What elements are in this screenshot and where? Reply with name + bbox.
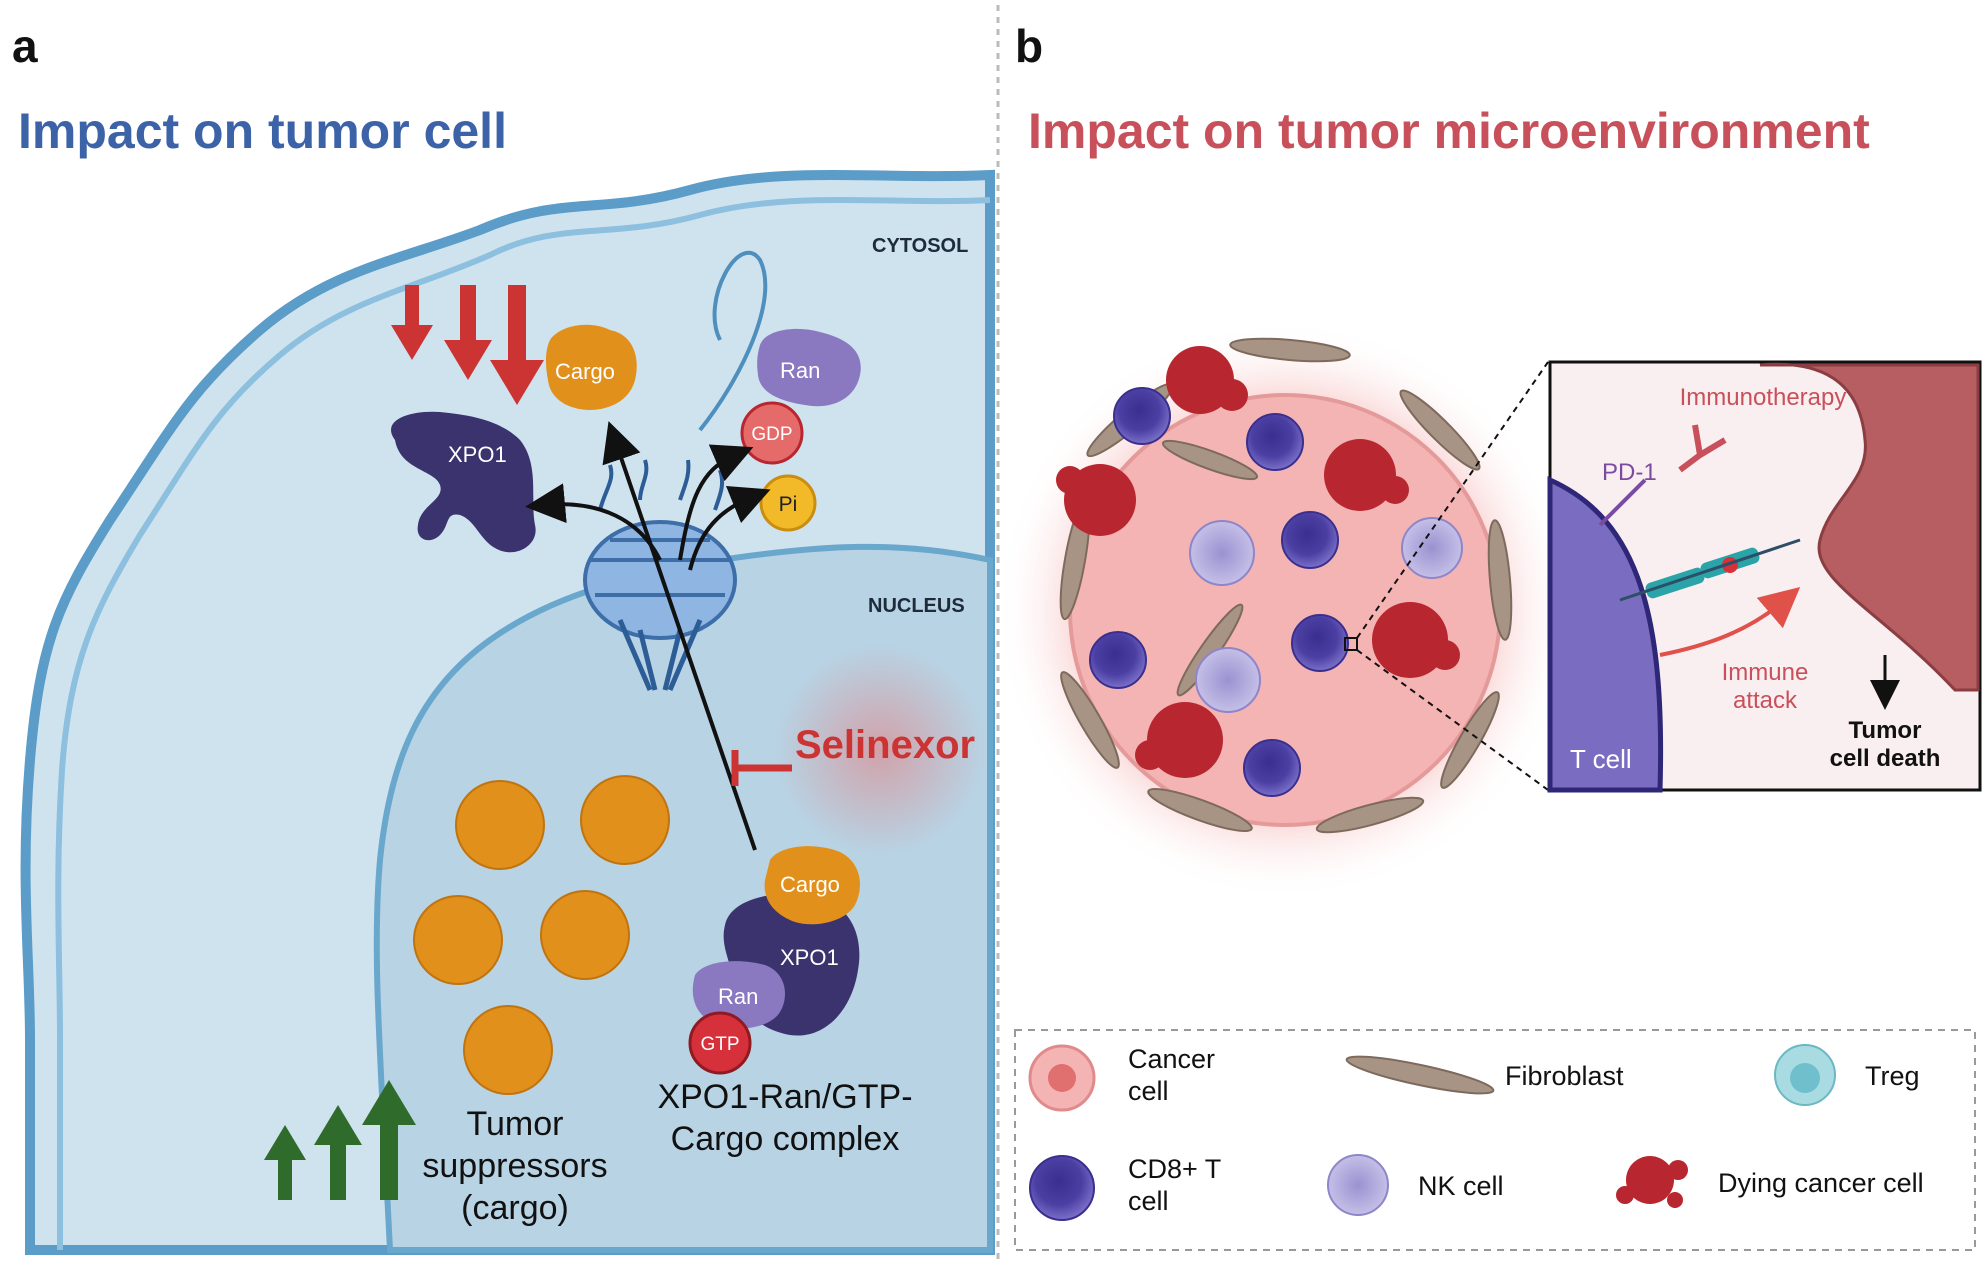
panel-b-title: Impact on tumor microenvironment xyxy=(1028,103,1870,159)
complex-caption-line1: XPO1-Ran/GTP- xyxy=(657,1078,912,1116)
legend-dying: Dying cancer cell xyxy=(1718,1168,1924,1198)
xpo1-top-label: XPO1 xyxy=(448,442,507,467)
selinexor-label: Selinexor xyxy=(795,723,975,767)
suppressor-line1: Tumor xyxy=(467,1105,564,1143)
downregulation-arrows xyxy=(391,285,544,405)
complex-caption-line2: Cargo complex xyxy=(671,1120,900,1158)
pd1-receptor xyxy=(1598,478,1647,527)
panel-b-letter: b xyxy=(1015,20,1043,72)
legend-cancer-line1: Cancer xyxy=(1128,1044,1215,1074)
suppressor-line3: (cargo) xyxy=(461,1189,569,1227)
death-line1: Tumor xyxy=(1849,717,1922,744)
legend-fibroblast-icon xyxy=(1345,1055,1495,1095)
cd8-t-cells xyxy=(1089,387,1349,797)
panel-a-letter: a xyxy=(12,20,38,72)
upregulation-arrows xyxy=(264,1080,416,1200)
cargo-top-label: Cargo xyxy=(555,359,615,384)
legend-cd8-line1: CD8+ T xyxy=(1128,1154,1221,1184)
cargo-complex-label: Cargo xyxy=(780,872,840,897)
ran-protein-complex xyxy=(692,961,785,1029)
legend-treg-nucleus-icon xyxy=(1790,1063,1820,1093)
inset-tumor-cell xyxy=(1759,362,1980,692)
legend-cd8-icon xyxy=(1029,1155,1095,1221)
panel-a-title: Impact on tumor cell xyxy=(18,103,507,159)
panel-a: a Impact on tumor cell CYTOSOL NUCLEUS X… xyxy=(12,20,995,1255)
gtp-label: GTP xyxy=(700,1034,739,1055)
ran-top-label: Ran xyxy=(780,358,820,383)
cargo-complex xyxy=(764,846,860,925)
tumor-suppressor-cargos xyxy=(413,775,670,1095)
ran-protein-top xyxy=(757,328,861,407)
immune-attack-arrow xyxy=(1659,586,1801,657)
nk-cells xyxy=(1189,517,1463,713)
zoom-marker xyxy=(1344,637,1358,651)
legend-nk-icon xyxy=(1327,1154,1389,1216)
cargo-top xyxy=(545,324,637,410)
gdp-label: GDP xyxy=(751,424,792,445)
legend-fibroblast: Fibroblast xyxy=(1505,1061,1624,1091)
membrane-inner-line xyxy=(55,197,991,1250)
suppressor-line2: suppressors xyxy=(422,1147,607,1185)
panel-b: b Impact on tumor microenvironment xyxy=(995,20,1982,1251)
immune-line2: attack xyxy=(1733,687,1798,714)
legend-cd8-line2: cell xyxy=(1128,1186,1169,1216)
legend-nk: NK cell xyxy=(1418,1171,1504,1201)
gdp-molecule xyxy=(740,401,804,465)
dying-cancer-cells xyxy=(1056,346,1460,778)
ran-complex-label: Ran xyxy=(718,984,758,1009)
immunotherapy-label: Immunotherapy xyxy=(1680,384,1847,411)
legend-dying-icon xyxy=(1616,1156,1688,1208)
immune-line1: Immune xyxy=(1722,659,1809,686)
tcell-label: T cell xyxy=(1570,744,1632,774)
inset-t-cell xyxy=(1547,476,1664,793)
zoom-line-top xyxy=(1356,361,1549,639)
tcr-mhc-complex xyxy=(1619,538,1801,602)
gtp-molecule xyxy=(688,1011,752,1075)
nucleus-label: NUCLEUS xyxy=(868,595,965,617)
selinexor-glow xyxy=(775,645,985,855)
legend-cancer-line2: cell xyxy=(1128,1076,1169,1106)
pd1-label: PD-1 xyxy=(1602,459,1657,486)
nuclear-envelope-fold xyxy=(698,250,768,432)
cytosol-label: CYTOSOL xyxy=(872,235,968,257)
inhibition-arrow xyxy=(731,750,792,786)
legend-cancer-nucleus-icon xyxy=(1048,1064,1076,1092)
antibody-icon xyxy=(1678,424,1727,473)
legend-treg: Treg xyxy=(1865,1061,1920,1091)
xpo1-complex-label: XPO1 xyxy=(780,945,839,970)
death-line2: cell death xyxy=(1830,745,1941,772)
pi-label: Pi xyxy=(779,493,798,516)
immunotherapy-inset: Immunotherapy PD-1 Immune attack T cell … xyxy=(1547,360,1982,793)
legend: Cancer cell Fibroblast Treg CD8+ T cell … xyxy=(1014,1029,1976,1251)
xpo1-protein-top xyxy=(391,411,536,553)
